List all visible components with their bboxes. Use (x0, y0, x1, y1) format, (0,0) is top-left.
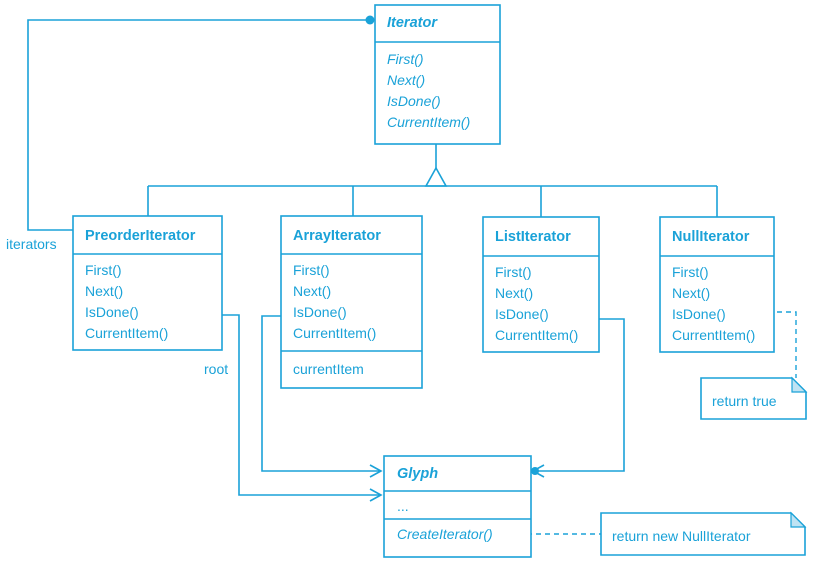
class-array-iterator-box (280, 215, 423, 389)
class-array-iterator-name: ArrayIterator (293, 228, 381, 244)
inheritance-triangle (424, 166, 448, 187)
class-glyph-attr-ellipsis: ... (397, 498, 409, 514)
class-preorder-iterator-op-isdone: IsDone() (85, 304, 139, 320)
class-iterator: Iterator First() Next() IsDone() Current… (374, 4, 501, 145)
class-iterator-op-isdone: IsDone() (387, 93, 441, 109)
class-iterator-box (374, 4, 501, 145)
class-glyph-name: Glyph (397, 466, 438, 482)
class-null-iterator: NullIterator First() Next() IsDone() Cur… (659, 216, 775, 353)
class-array-iterator-op-first: First() (293, 262, 330, 278)
class-preorder-iterator-name: PreorderIterator (85, 228, 196, 244)
class-list-iterator: ListIterator First() Next() IsDone() Cur… (482, 216, 600, 353)
class-null-iterator-name: NullIterator (672, 229, 750, 245)
class-list-iterator-op-currentitem: CurrentItem() (495, 327, 578, 343)
class-null-iterator-op-next: Next() (672, 285, 710, 301)
class-array-iterator-op-currentitem: CurrentItem() (293, 325, 376, 341)
array-glyph-arrowhead (369, 464, 383, 478)
class-preorder-iterator: PreorderIterator First() Next() IsDone()… (72, 215, 223, 351)
class-preorder-iterator-op-currentitem: CurrentItem() (85, 325, 168, 341)
class-iterator-op-currentitem: CurrentItem() (387, 114, 470, 130)
note-return-true-text: return true (712, 393, 777, 409)
class-preorder-iterator-op-first: First() (85, 262, 122, 278)
class-iterator-op-next: Next() (387, 72, 425, 88)
class-array-iterator-attr-currentitem: currentItem (293, 361, 364, 377)
class-glyph-box (383, 455, 532, 558)
list-glyph-association-dot (531, 467, 539, 475)
list-glyph-association-line (534, 318, 625, 472)
note-return-true-box (700, 377, 807, 420)
array-glyph-association-line (261, 315, 380, 472)
label-iterators: iterators (6, 236, 57, 252)
note-return-null-fold (790, 511, 807, 528)
class-list-iterator-box (482, 216, 600, 353)
class-null-iterator-op-isdone: IsDone() (672, 306, 726, 322)
inheritance-connectors (147, 144, 718, 217)
iterators-association-line (27, 19, 368, 231)
class-list-iterator-op-first: First() (495, 264, 532, 280)
class-iterator-name: Iterator (387, 15, 438, 31)
class-null-iterator-op-currentitem: CurrentItem() (672, 327, 755, 343)
note-return-true: return true (700, 376, 808, 420)
root-arrowhead (369, 488, 383, 502)
class-null-iterator-box (659, 216, 775, 353)
note-return-true-fold (791, 376, 808, 393)
class-null-iterator-op-first: First() (672, 264, 709, 280)
isdone-note-connector (750, 311, 797, 378)
class-glyph: Glyph ... CreateIterator() (383, 455, 532, 558)
class-iterator-op-first: First() (387, 51, 424, 67)
class-list-iterator-op-next: Next() (495, 285, 533, 301)
label-root: root (204, 361, 228, 377)
class-preorder-iterator-box (72, 215, 223, 351)
class-array-iterator: ArrayIterator First() Next() IsDone() Cu… (280, 215, 423, 389)
note-return-null: return new NullIterator (600, 511, 807, 556)
class-array-iterator-op-next: Next() (293, 283, 331, 299)
class-list-iterator-op-isdone: IsDone() (495, 306, 549, 322)
class-array-iterator-op-isdone: IsDone() (293, 304, 347, 320)
class-list-iterator-name: ListIterator (495, 229, 571, 245)
class-preorder-iterator-op-next: Next() (85, 283, 123, 299)
note-return-null-text: return new NullIterator (612, 528, 751, 544)
note-return-null-box (600, 512, 806, 556)
iterators-association-dot (365, 15, 375, 25)
root-association-line (222, 314, 380, 496)
class-glyph-op-createiterator: CreateIterator() (397, 526, 493, 542)
